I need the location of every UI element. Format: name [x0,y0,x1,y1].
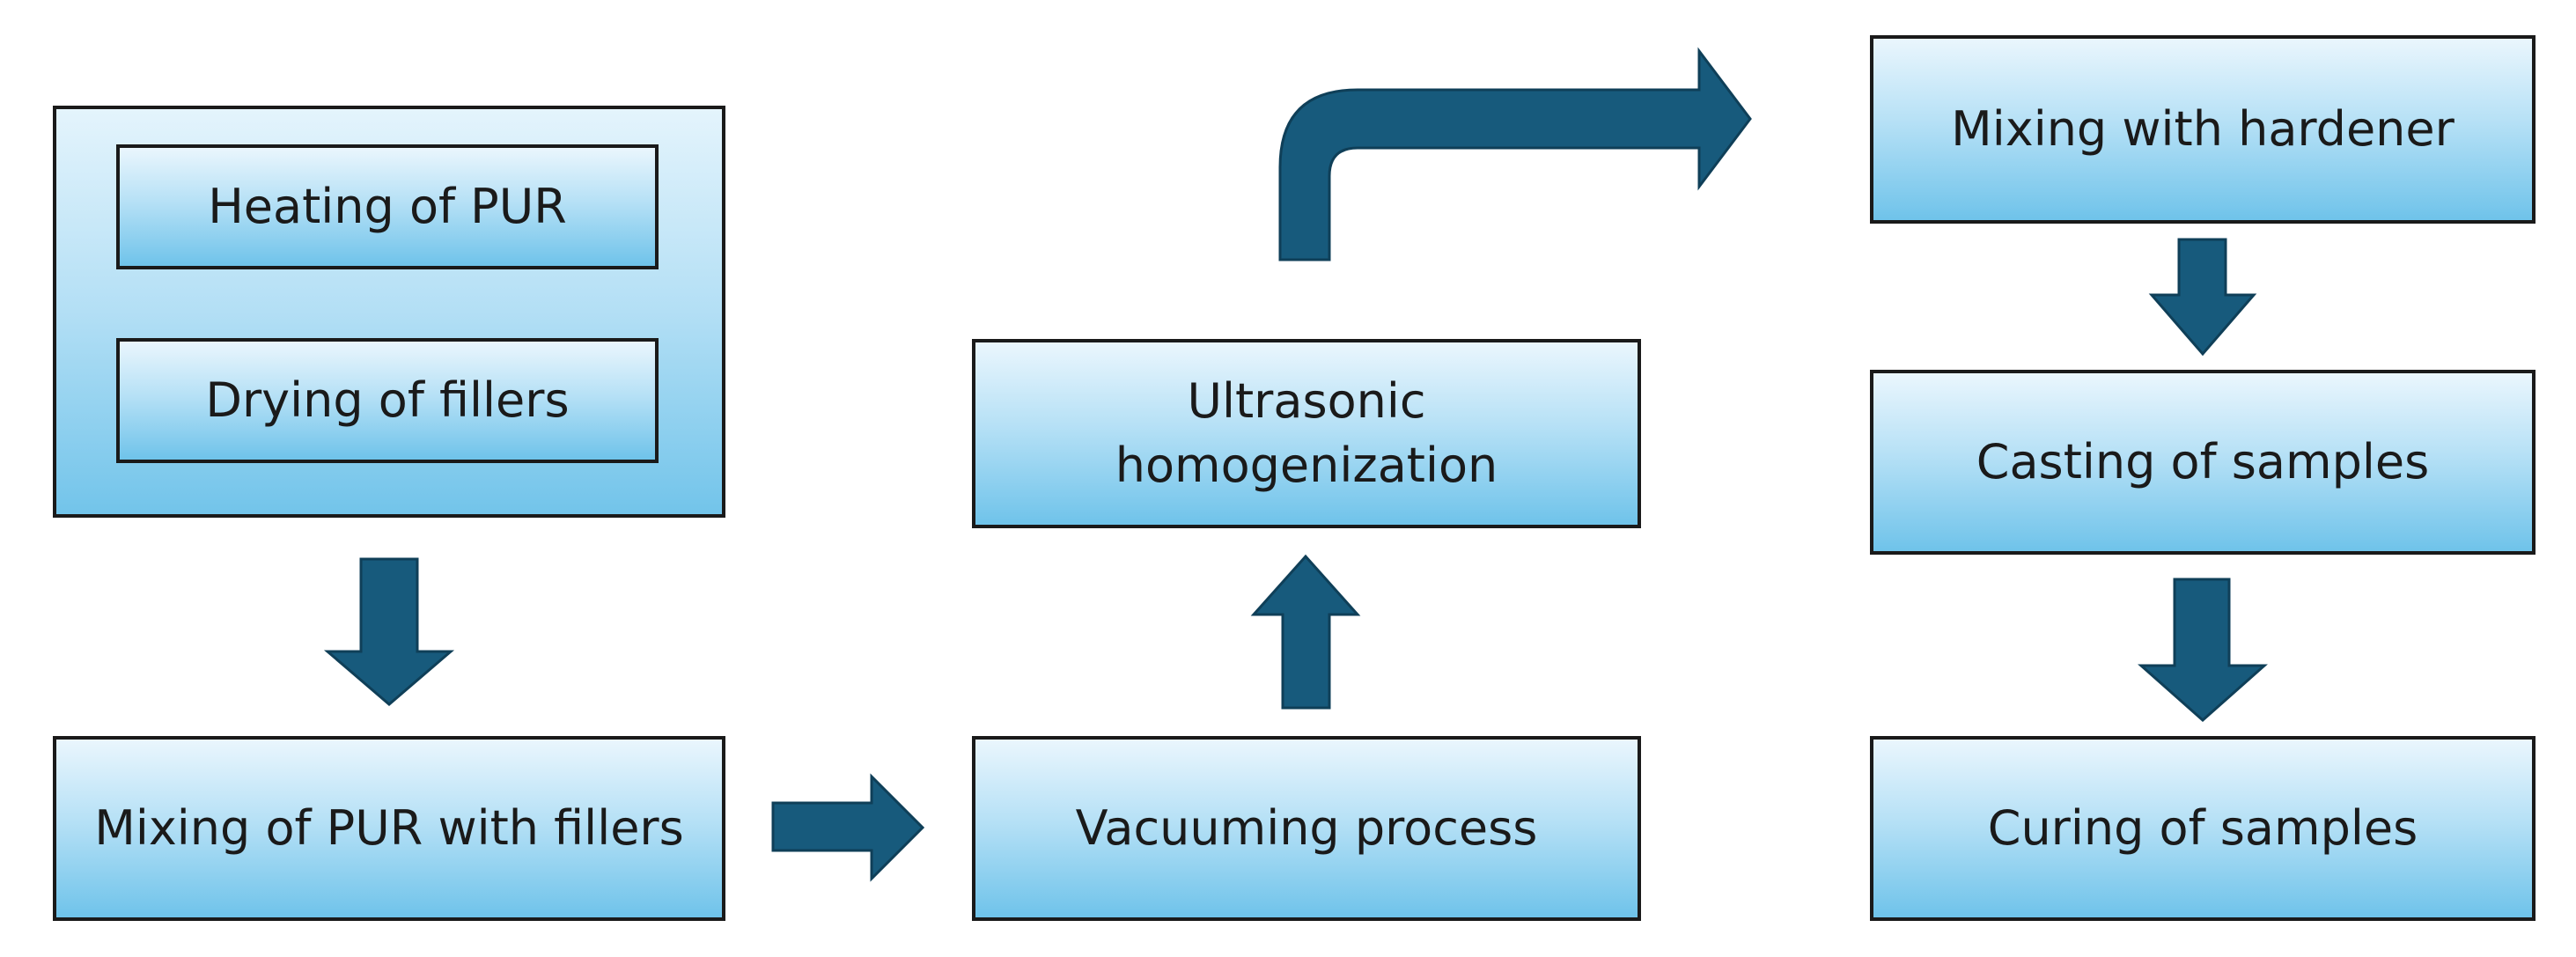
step-mixing-fillers-label: Mixing of PUR with fillers [94,799,684,856]
bent-arrow-to-hardener-icon [1278,47,1752,261]
arrow-down-to-casting-icon [2148,238,2257,357]
step-ultrasonic-homogenization: Ultrasonic homogenization [972,339,1641,528]
step-curing-label: Curing of samples [1987,799,2418,856]
step-vacuuming-label: Vacuuming process [1075,799,1538,856]
arrow-down-to-curing-icon [2138,578,2268,723]
arrow-down-to-mixing-icon [323,557,455,706]
step-mixing-pur-with-fillers: Mixing of PUR with fillers [53,736,725,921]
step-hardener-label: Mixing with hardener [1951,100,2455,157]
step-mixing-with-hardener: Mixing with hardener [1870,35,2536,224]
step-drying-of-fillers: Drying of fillers [116,338,659,463]
step-ultrasonic-label-line2: homogenization [1115,437,1498,493]
arrow-right-to-vacuuming-icon [771,773,925,882]
step-heating-label: Heating of PUR [208,178,567,234]
step-curing-of-samples: Curing of samples [1870,736,2536,921]
step-casting-of-samples: Casting of samples [1870,370,2536,555]
step-drying-label: Drying of fillers [205,372,570,428]
arrow-up-to-ultrasonic-icon [1250,554,1361,710]
step-heating-of-pur: Heating of PUR [116,144,659,269]
step-vacuuming-process: Vacuuming process [972,736,1641,921]
step-casting-label: Casting of samples [1976,433,2430,490]
step-ultrasonic-label-line1: Ultrasonic [1187,372,1426,429]
